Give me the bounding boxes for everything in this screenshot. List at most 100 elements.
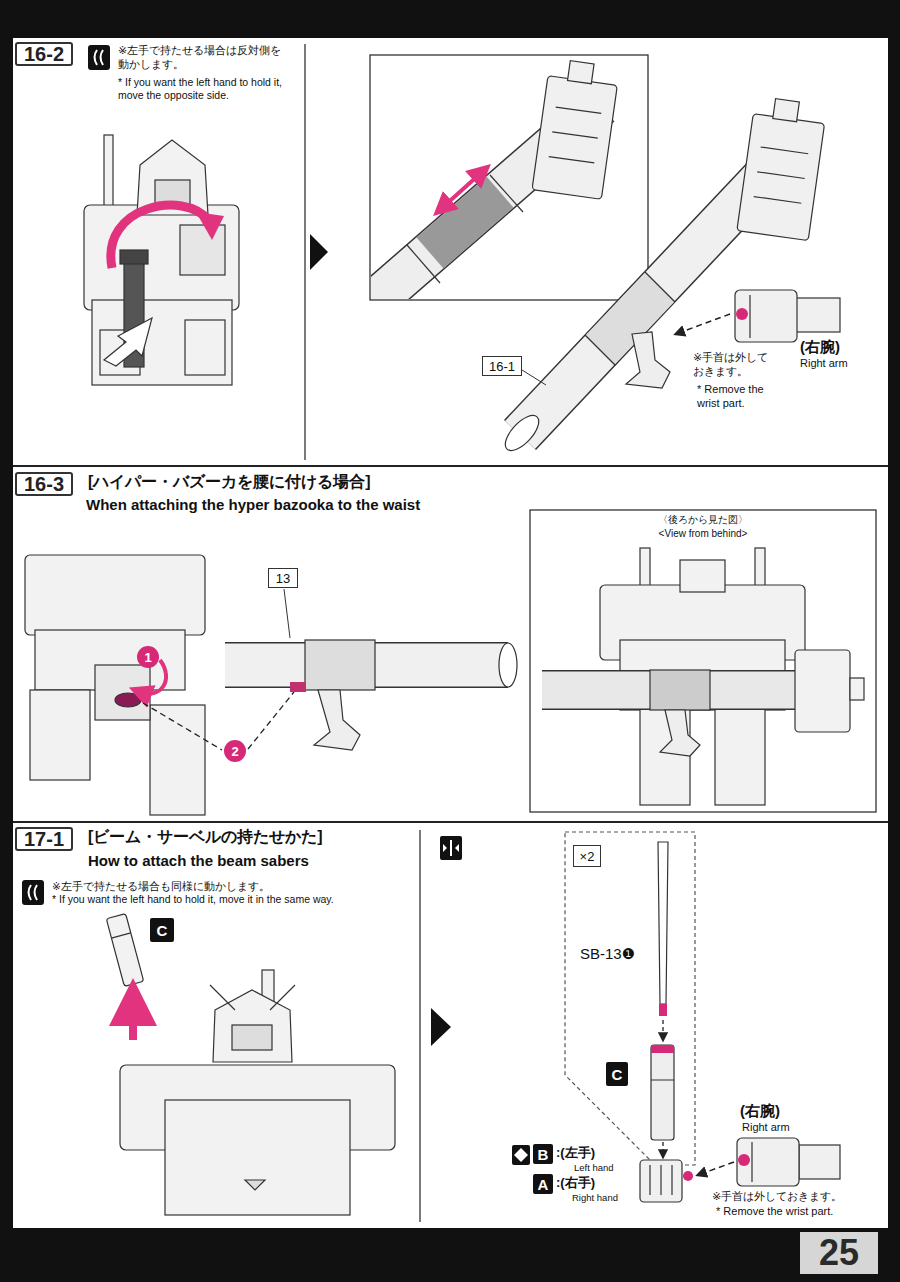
- bazooka-illustration: [499, 643, 517, 687]
- bazooka-illustration: [737, 114, 825, 241]
- next-step-arrow: [431, 1008, 451, 1046]
- note-text: * Remove the wrist part.: [697, 383, 777, 411]
- page-number-text: 25: [819, 1235, 859, 1271]
- robot-back-illustration: [92, 300, 232, 385]
- bazooka-illustration: [626, 332, 670, 388]
- beam-saber-illustration: [651, 1045, 674, 1053]
- robot-waist-illustration: [25, 555, 205, 815]
- part-number: 16-1: [482, 356, 522, 376]
- wrist-part: [749, 295, 750, 338]
- zoom-inset: [532, 58, 620, 199]
- robot-bust-illustration: [210, 985, 295, 1010]
- hand-label: :(左手): [556, 1145, 595, 1161]
- mirror-icon: [443, 844, 447, 852]
- part-name: Right arm: [800, 357, 848, 371]
- quantity-box: ×2: [573, 845, 601, 867]
- bazooka-illustration: [314, 690, 360, 750]
- part-letter: B: [533, 1144, 553, 1164]
- bazooka-illustration: [645, 272, 675, 302]
- back-view-inset: [530, 510, 876, 812]
- zoom-inset: [442, 172, 482, 208]
- back-view-inset: [660, 710, 700, 756]
- step-heading: When attaching the hyper bazooka to the …: [86, 496, 420, 515]
- robot-bust-illustration: [245, 1180, 265, 1190]
- step-number: 16-2: [15, 42, 73, 66]
- note-text: ※左手で持たせる場合も同様に動かします。: [52, 880, 270, 893]
- page-frame: [13, 38, 888, 1228]
- zoom-inset: [371, 105, 600, 299]
- wrist-part: [698, 1162, 734, 1175]
- robot-bust-illustration: [165, 1100, 350, 1215]
- zoom-inset: [549, 157, 595, 163]
- robot-back-illustration: [84, 135, 239, 385]
- part-name: (右腕): [740, 1102, 780, 1121]
- note-text: ※手首は外しておきます。: [712, 1190, 842, 1204]
- rotate-arrow: [111, 205, 208, 268]
- back-view-inset: [530, 510, 876, 812]
- hand-label: :(右手): [556, 1175, 595, 1191]
- robot-bust-illustration: [106, 914, 143, 987]
- hand-part: [640, 1160, 693, 1202]
- robot-bust-illustration: [111, 933, 130, 938]
- hand-label: Left hand: [574, 1162, 614, 1174]
- bazooka-illustration: [737, 96, 827, 241]
- part-letter: A: [533, 1174, 553, 1194]
- wrist-part: [736, 308, 748, 320]
- part-letter: C: [606, 1062, 628, 1086]
- hand-swap-icon: [95, 50, 104, 65]
- wrist-part: [737, 1138, 799, 1186]
- hand-swap-icon: [29, 885, 38, 900]
- wrist-part: [735, 290, 797, 342]
- robot-back-illustration: [120, 250, 148, 264]
- page-frame: [13, 465, 888, 467]
- part-letter-text: C: [612, 1067, 623, 1082]
- page-number: 25: [800, 1232, 878, 1274]
- zoom-inset: [568, 61, 595, 84]
- rotate-arrow: [104, 205, 224, 366]
- callout-number: 2: [224, 740, 246, 762]
- view-caption: 〈後ろから見た図〉: [530, 514, 876, 527]
- wrist-part: [676, 290, 840, 342]
- hand-label: Right hand: [572, 1192, 618, 1204]
- beam-saber-illustration: [659, 1004, 667, 1016]
- bazooka-illustration: [761, 147, 809, 154]
- mirror-icon: [440, 836, 530, 1165]
- step-number: 16-3: [15, 472, 73, 496]
- step-number-text: 16-3: [24, 474, 64, 494]
- callout-number-text: 1: [144, 651, 151, 664]
- step-number: 17-1: [15, 827, 73, 851]
- leader-line: [143, 692, 294, 750]
- leader-line: [248, 692, 294, 749]
- hand-part: [660, 1165, 661, 1195]
- mirror-icon: [514, 1148, 528, 1162]
- part-letter-text: A: [538, 1177, 549, 1192]
- zoom-inset: [407, 245, 440, 283]
- beam-saber-illustration: [662, 1020, 663, 1040]
- back-view-inset: [795, 650, 850, 732]
- bazooka-illustration: [500, 96, 827, 456]
- step-heading: [ハイパー・バズーカを腰に付ける場合]: [88, 472, 371, 492]
- bazooka-illustration: [522, 370, 546, 385]
- back-view-inset: [680, 560, 725, 592]
- note-text: * Remove the wrist part.: [716, 1205, 833, 1219]
- part-name: Right arm: [742, 1121, 790, 1135]
- callout-number: 1: [137, 646, 159, 668]
- wrist-part: [676, 314, 730, 334]
- back-view-inset: [715, 700, 765, 805]
- hand-swap-icon: [88, 45, 110, 70]
- robot-bust-illustration: [106, 914, 143, 987]
- zoom-inset: [370, 55, 672, 305]
- back-view-inset: [542, 670, 800, 710]
- robot-back-illustration: [180, 225, 225, 275]
- robot-waist-illustration: [25, 555, 205, 635]
- note-text: * If you want the left hand to hold it, …: [52, 893, 334, 906]
- wrist-part: [799, 1145, 840, 1179]
- wrist-part: [751, 1142, 752, 1182]
- dashed-group-outline: [565, 832, 695, 1165]
- mirror-icon: [512, 1145, 530, 1165]
- part-number-text: 13: [276, 572, 290, 585]
- rotate-arrow: [196, 212, 224, 240]
- part-letter-text: C: [157, 923, 168, 938]
- robot-bust-illustration: [213, 990, 292, 1062]
